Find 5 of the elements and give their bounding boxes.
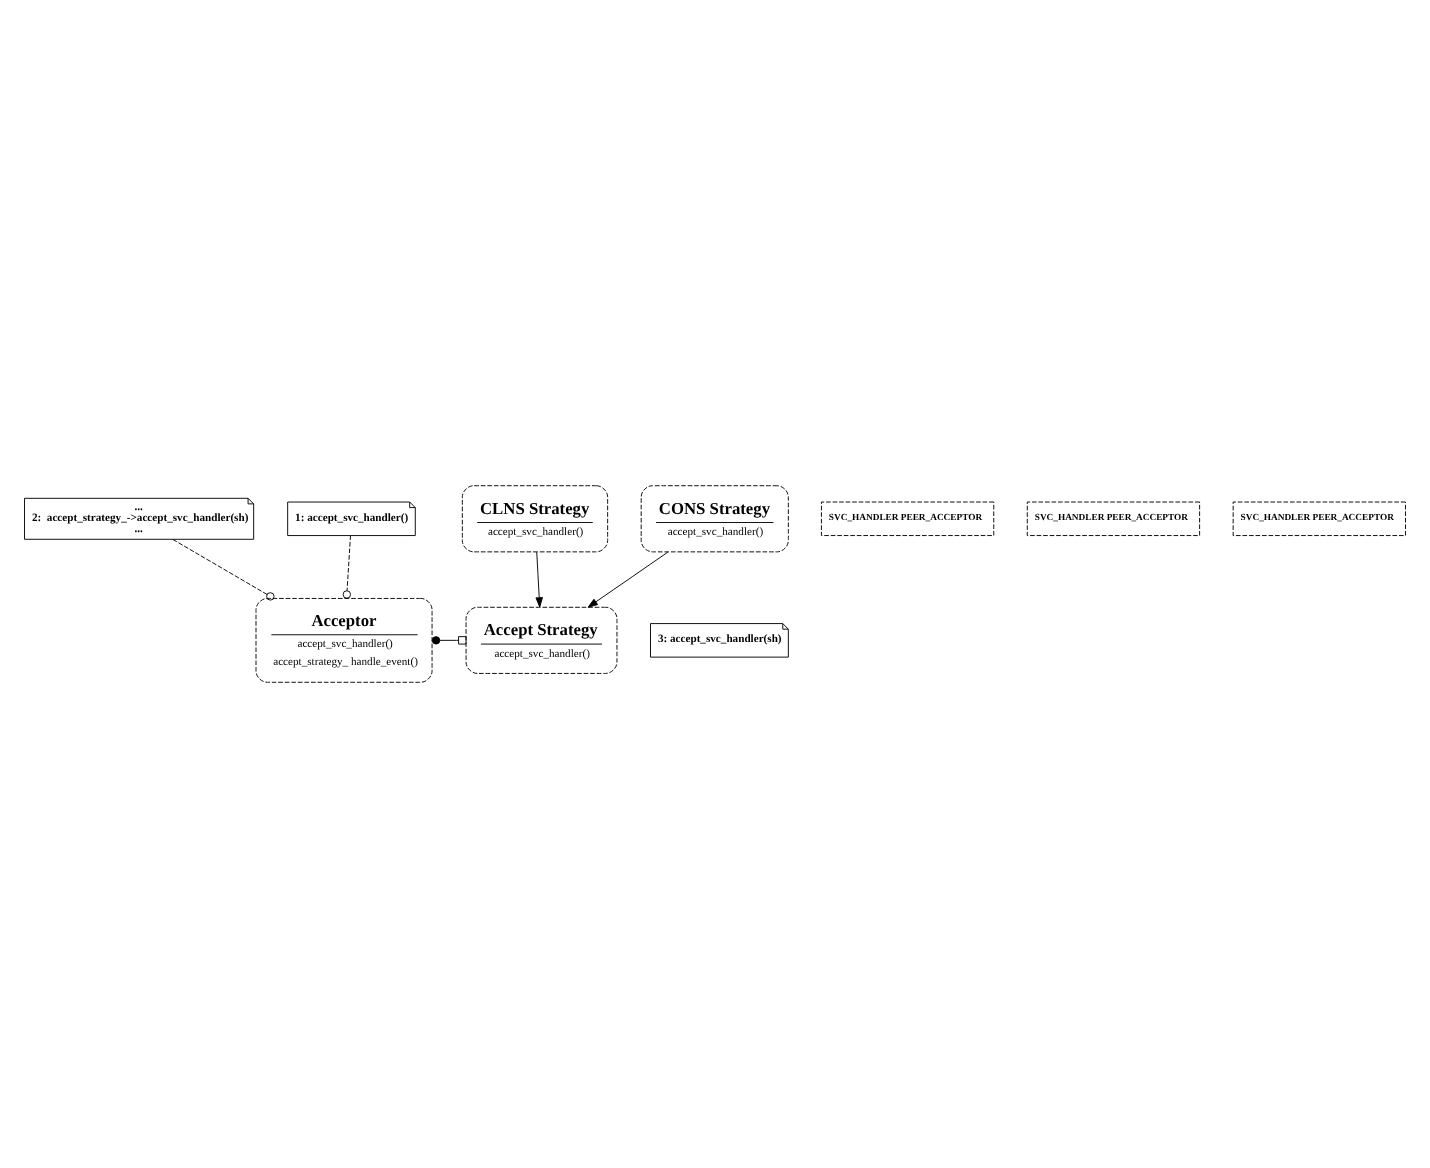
connector xyxy=(431,636,467,645)
arrow xyxy=(535,551,543,608)
connector xyxy=(342,535,351,599)
connector xyxy=(172,539,275,601)
arrow xyxy=(587,551,669,608)
